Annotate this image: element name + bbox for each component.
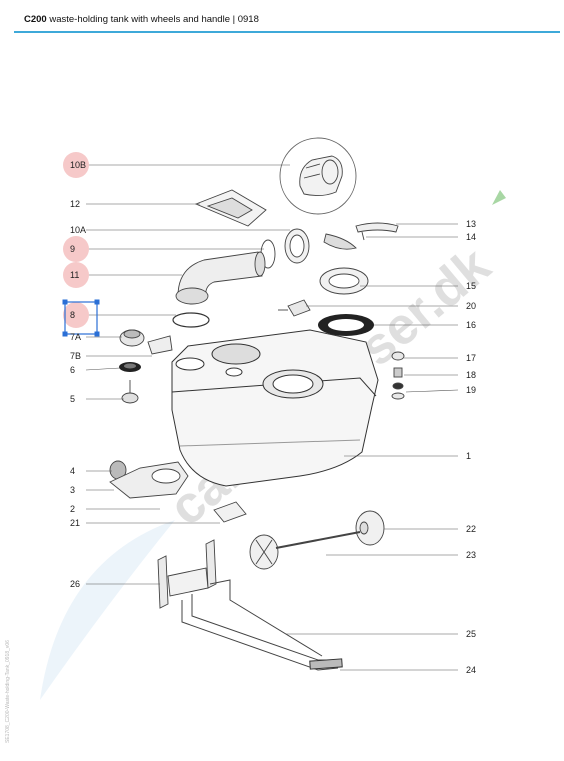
part-25-handle	[181, 579, 340, 671]
part-label-2[interactable]: 2	[70, 504, 75, 514]
part-label-24[interactable]: 24	[466, 665, 476, 675]
part-12-cover	[194, 189, 267, 227]
title-description: waste-holding tank with wheels and handl…	[46, 14, 259, 25]
highlight-marker-10B	[63, 152, 89, 178]
watermark-swoosh-shape	[40, 520, 175, 700]
part-label-14[interactable]: 14	[466, 232, 476, 242]
part-7B-cap	[147, 335, 173, 355]
part-label-25[interactable]: 25	[466, 629, 476, 639]
part-callouts: 10B1210A91187A7B654322126131415201617181…	[62, 152, 476, 675]
part-label-17[interactable]: 17	[466, 353, 476, 363]
part-20-bracket	[278, 299, 311, 317]
part-14-screw	[323, 231, 365, 250]
highlight-marker-8	[63, 302, 89, 328]
part-label-19[interactable]: 19	[466, 385, 476, 395]
part-label-12[interactable]: 12	[70, 199, 80, 209]
watermark-leaf-icon	[492, 190, 506, 205]
part-label-3[interactable]: 3	[70, 485, 75, 495]
selection-handle-8-2[interactable]	[62, 331, 68, 337]
part-22-wheel	[355, 510, 385, 546]
part-label-18[interactable]: 18	[466, 370, 476, 380]
part-label-7A[interactable]: 7A	[70, 332, 81, 342]
part-1-tank	[171, 329, 379, 487]
part-label-13[interactable]: 13	[466, 219, 476, 229]
leader-lines	[85, 164, 459, 671]
selection-handle-8-0[interactable]	[62, 299, 68, 305]
part-5-valve	[121, 380, 139, 404]
part-label-9[interactable]: 9	[70, 244, 75, 254]
part-21-clip	[213, 501, 247, 523]
part-24-handle-grip	[309, 658, 343, 670]
part-label-10A[interactable]: 10A	[70, 225, 86, 235]
document-reference-note: SE1708_C200-Waste-holding-Tank_0918_v06	[5, 640, 11, 743]
part-10A-9-cap	[260, 228, 310, 269]
part-8-o-ring	[172, 312, 210, 328]
page-title: C200 waste-holding tank with wheels and …	[24, 14, 259, 25]
highlight-marker-11	[63, 262, 89, 288]
part-label-1[interactable]: 1	[466, 451, 471, 461]
highlight-marker-9	[63, 236, 89, 262]
part-label-15[interactable]: 15	[466, 281, 476, 291]
part-label-11[interactable]: 11	[70, 270, 79, 280]
part-label-10B[interactable]: 10B	[70, 160, 86, 170]
part-11-elbow-pipe	[175, 251, 266, 305]
selection-box-8[interactable]	[64, 301, 98, 335]
part-16-gasket	[318, 314, 374, 336]
part-label-22[interactable]: 22	[466, 524, 476, 534]
part-label-21[interactable]: 21	[70, 518, 80, 528]
part-7A-cap	[119, 329, 145, 347]
part-17-18-19-valve-set	[391, 351, 405, 400]
part-4-3-2-valve-assembly	[109, 460, 189, 499]
document-header: C200 waste-holding tank with wheels and …	[0, 0, 564, 34]
part-label-6[interactable]: 6	[70, 365, 75, 375]
leader-line-19	[405, 389, 459, 393]
title-model: C200	[24, 14, 47, 25]
part-label-16[interactable]: 16	[466, 320, 476, 330]
selection-handle-8-1[interactable]	[94, 299, 100, 305]
part-label-20[interactable]: 20	[466, 301, 476, 311]
part-label-26[interactable]: 26	[70, 579, 80, 589]
part-label-5[interactable]: 5	[70, 394, 75, 404]
part-13-clip	[355, 222, 399, 233]
part-label-4[interactable]: 4	[70, 466, 75, 476]
part-10B-detail	[279, 137, 357, 215]
part-26-handle-bracket	[157, 539, 217, 609]
part-label-8[interactable]: 8	[70, 310, 75, 320]
part-label-7B[interactable]: 7B	[70, 351, 81, 361]
selection-handle-8-3[interactable]	[94, 331, 100, 337]
part-23-axle-wheel	[249, 531, 361, 570]
part-6-seal	[119, 362, 141, 372]
leader-line-6	[85, 367, 121, 371]
part-label-23[interactable]: 23	[466, 550, 476, 560]
part-15-flange	[319, 267, 369, 295]
header-rule	[14, 31, 560, 33]
